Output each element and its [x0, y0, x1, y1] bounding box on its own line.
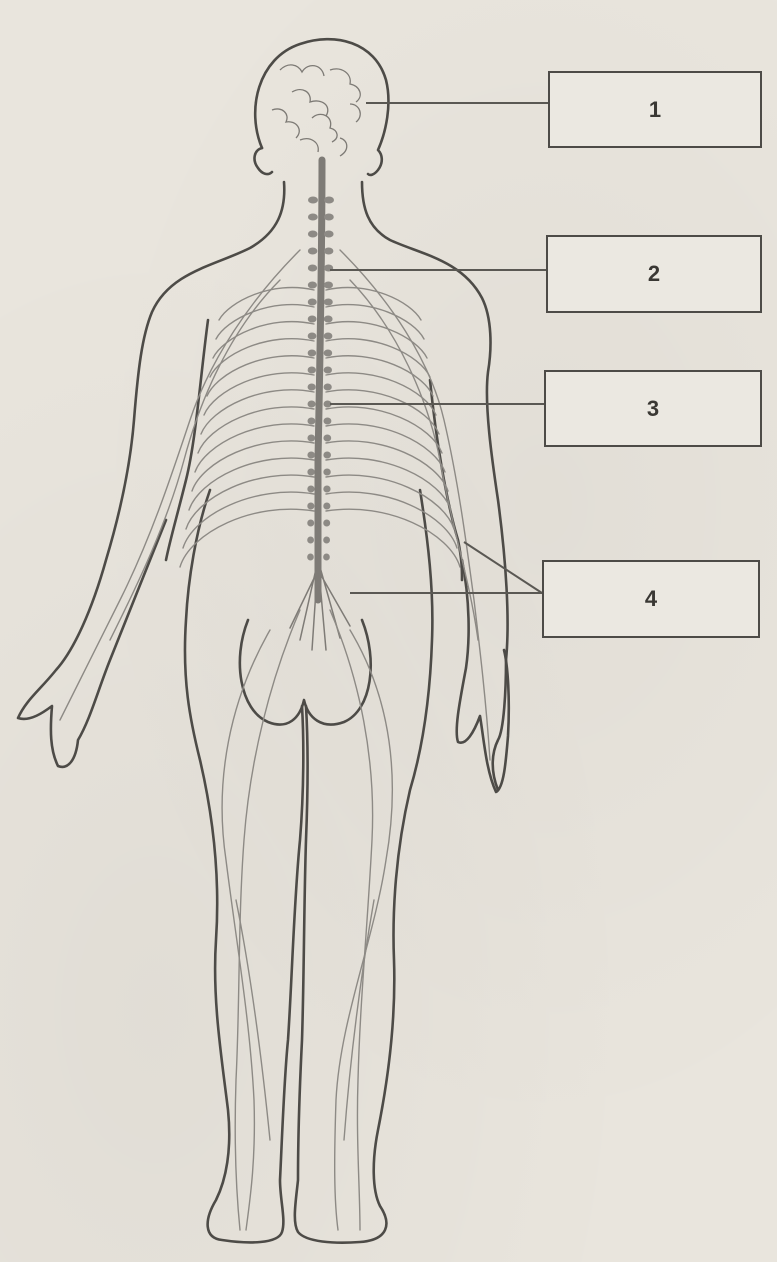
spinal-ganglion: [308, 282, 317, 289]
intercostal-nerve-right: [326, 509, 460, 567]
spinal-ganglion: [308, 367, 316, 374]
spinal-ganglion: [308, 214, 318, 221]
spinal-ganglion: [324, 299, 333, 306]
label-box-4[interactable]: 4: [542, 560, 760, 638]
spinal-ganglion: [324, 367, 332, 374]
label-number-4: 4: [645, 586, 657, 612]
left-inner-arm-outline: [166, 320, 208, 560]
spinal-ganglion: [323, 537, 330, 544]
spinal-ganglion: [323, 418, 331, 425]
brain-texture: [272, 65, 360, 156]
spinal-ganglion: [307, 418, 315, 425]
left-ear-outline: [255, 148, 272, 174]
intercostal-nerve-left: [180, 509, 314, 567]
intercostal-nerve-left: [219, 287, 314, 320]
intercostal-nerve-right: [326, 475, 454, 529]
intercostal-nerve-left: [183, 492, 314, 548]
label-box-3[interactable]: 3: [544, 370, 762, 447]
label-box-1[interactable]: 1: [548, 71, 762, 148]
spinal-ganglion: [324, 197, 334, 204]
spinal-ganglion: [323, 503, 330, 510]
spinal-ganglion: [307, 520, 314, 527]
spinal-ganglion: [324, 282, 333, 289]
spinal-ganglion: [324, 214, 334, 221]
label-number-1: 1: [649, 97, 661, 123]
head-outline: [255, 39, 388, 175]
spinal-ganglion: [324, 316, 333, 323]
spinal-ganglion: [308, 197, 318, 204]
spinal-ganglion: [323, 486, 330, 493]
spinal-ganglion: [323, 469, 330, 476]
spinal-ganglion: [308, 401, 316, 408]
label-number-2: 2: [648, 261, 660, 287]
label-number-3: 3: [647, 396, 659, 422]
spinal-ganglion: [323, 435, 331, 442]
intercostal-nerve-right: [326, 339, 430, 377]
intercostal-nerve-right: [326, 492, 457, 548]
intercostal-nerve-right: [326, 287, 421, 320]
spinal-ganglion: [307, 435, 315, 442]
spinal-ganglion: [323, 554, 330, 561]
right-side-outline: [362, 182, 508, 790]
spinal-ganglion: [308, 316, 317, 323]
spinal-ganglion: [323, 520, 330, 527]
spinal-ganglion: [308, 231, 318, 238]
spinal-ganglion: [307, 469, 314, 476]
spinal-ganglion: [308, 265, 317, 272]
label-box-2[interactable]: 2: [546, 235, 762, 313]
spinal-ganglion: [324, 333, 333, 340]
spinal-ganglion: [307, 486, 314, 493]
spinal-ganglion: [307, 503, 314, 510]
spinal-ganglion: [324, 384, 332, 391]
spinal-ganglion: [307, 452, 315, 459]
spinal-ganglion: [323, 452, 331, 459]
intercostal-nerve-right: [326, 322, 427, 358]
spinal-ganglion: [308, 299, 317, 306]
right-inner-arm-outline: [430, 380, 462, 580]
spinal-ganglion: [324, 248, 334, 255]
left-side-outline: [18, 182, 284, 767]
spinal-ganglion: [324, 350, 333, 357]
spinal-ganglion: [308, 248, 318, 255]
leader-lines: [330, 103, 548, 593]
spinal-ganglion: [308, 333, 317, 340]
spinal-ganglion: [307, 537, 314, 544]
left-hip-leg-outline: [185, 490, 303, 1242]
spinal-ganglion: [307, 554, 314, 561]
limb-nerves: [60, 250, 490, 1230]
spinal-ganglion: [324, 231, 334, 238]
spinal-ganglion: [308, 384, 316, 391]
spinal-ganglion: [308, 350, 317, 357]
